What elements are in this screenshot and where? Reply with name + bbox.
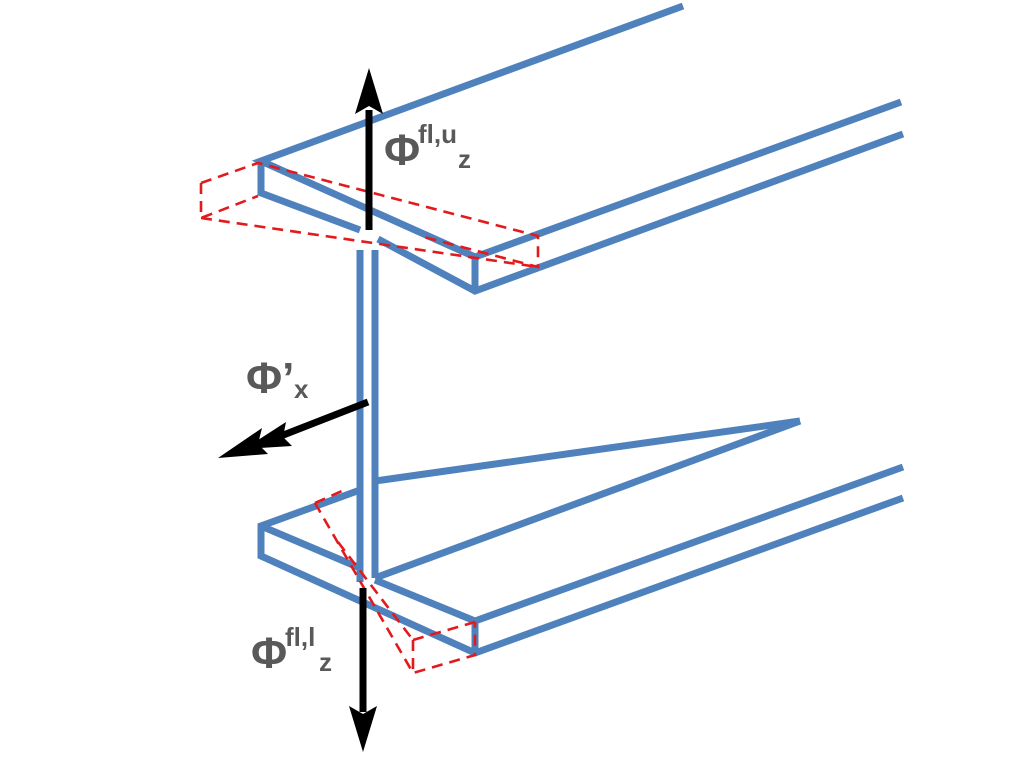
upper-flange-rotation-arrow — [355, 68, 383, 230]
web — [356, 250, 379, 582]
upper-warp-left — [199, 183, 259, 220]
upper-label-symbol: Φ — [384, 126, 420, 175]
upper-flange — [251, 2, 905, 295]
upper-flange-warped-outline — [199, 161, 540, 269]
upper-flange-label: Φ fl,u z — [384, 119, 471, 175]
upper-label-sup: fl,u — [418, 119, 457, 149]
web-label-symbol: Φ’ — [246, 354, 294, 403]
lower-flange-top-left — [257, 486, 905, 657]
web-arrow-head-2 — [244, 422, 292, 449]
lower-flange-rotation-arrow — [349, 588, 377, 752]
upper-arrow-head — [355, 68, 383, 114]
upper-flange-left-end — [257, 161, 362, 234]
lower-warp-mid — [336, 541, 415, 641]
web-arrow-shaft — [266, 398, 370, 445]
lower-flange-top-back — [373, 417, 802, 582]
upper-flange-top-face — [251, 2, 903, 261]
lower-flange-left-top — [259, 522, 362, 572]
lower-warp-back — [314, 489, 343, 505]
lower-flange-top-right — [373, 463, 905, 625]
lower-warp-cross — [412, 620, 476, 642]
lower-arrow-head — [349, 706, 377, 752]
upper-warp-top — [200, 161, 540, 269]
web-label-sub: x — [294, 374, 309, 404]
lower-label-sub: z — [319, 647, 332, 677]
lower-label-symbol: Φ — [251, 629, 287, 678]
lower-label-sup: fl,l — [285, 622, 315, 652]
lower-flange-back-edge — [374, 417, 801, 485]
web-twist-arrow — [218, 398, 370, 458]
upper-warp-bottom — [200, 216, 539, 269]
web-arrow-head-1 — [218, 428, 268, 458]
lower-flange-label: Φ fl,l z — [251, 622, 332, 678]
lower-flange — [257, 417, 905, 657]
upper-flange-front-edge — [376, 130, 905, 295]
web-label: Φ’ x — [246, 354, 309, 404]
upper-label-sub: z — [458, 144, 471, 174]
